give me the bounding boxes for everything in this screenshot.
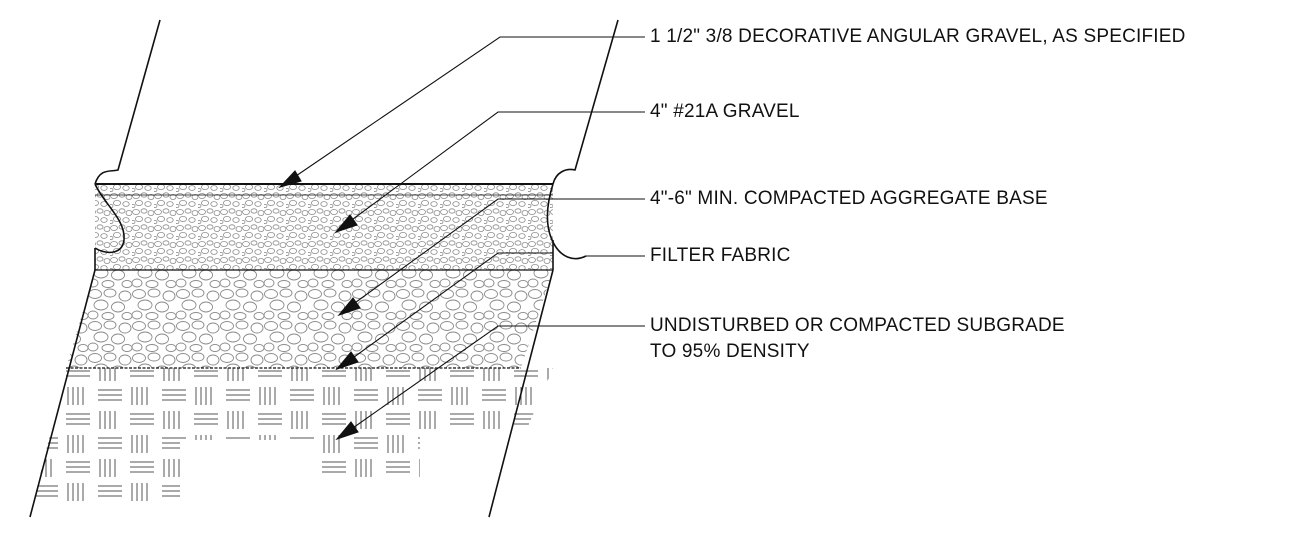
layer-boundaries <box>66 183 553 369</box>
leader-filter-fabric <box>335 252 645 371</box>
gravel-layers <box>95 184 553 270</box>
leader-lines <box>278 36 645 441</box>
aggregate-base-layer <box>66 270 553 368</box>
label-filter-fabric: FILTER FABRIC <box>650 245 791 266</box>
section-outline <box>29 19 619 518</box>
label-aggregate-base: 4"-6" MIN. COMPACTED AGGREGATE BASE <box>650 188 1048 209</box>
leader-aggregate-base <box>337 198 645 317</box>
leader-subgrade <box>335 325 645 441</box>
leader-gravel-21a <box>334 111 645 234</box>
label-subgrade-line2: TO 95% DENSITY <box>650 341 810 362</box>
label-subgrade: UNDISTURBED OR COMPACTED SUBGRADE <box>650 315 1065 336</box>
label-gravel-21a: 4" #21A GRAVEL <box>650 101 800 122</box>
leader-decorative-gravel <box>278 36 645 189</box>
label-decorative-gravel: 1 1/2" 3/8 DECORATIVE ANGULAR GRAVEL, AS… <box>650 26 1186 47</box>
subgrade-layer <box>30 368 553 505</box>
